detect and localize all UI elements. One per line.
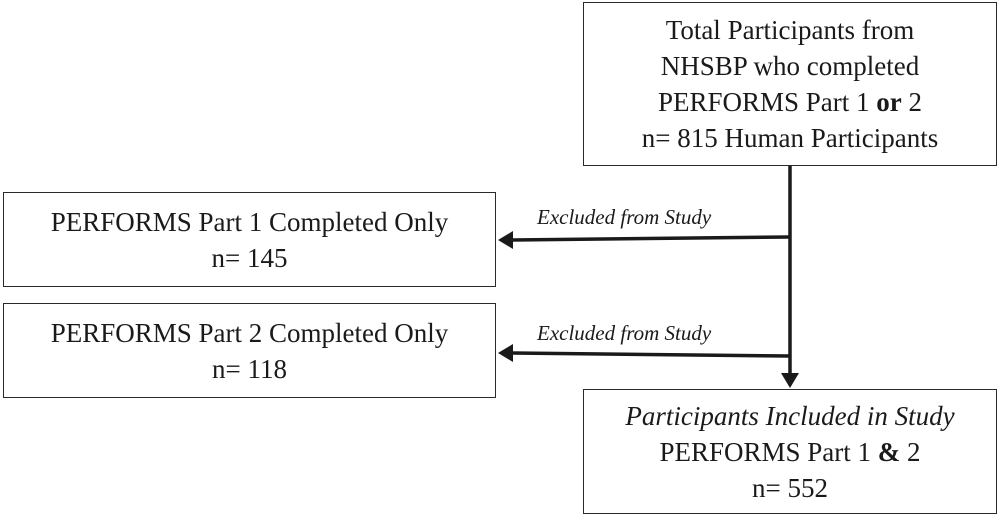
excluded-label-2: Excluded from Study <box>537 321 712 345</box>
total-participants-box: Total Participants from NHSBP who comple… <box>583 2 997 166</box>
included-participants-box: Participants Included in Study PERFORMS … <box>583 389 997 514</box>
included-line-2: PERFORMS Part 1 & 2 <box>659 434 920 470</box>
exclusion-arrow-1 <box>511 235 791 242</box>
part1-only-box: PERFORMS Part 1 Completed Only n= 145 <box>3 192 496 287</box>
exclusion-arrow-2 <box>511 351 791 358</box>
included-line-2-c: 2 <box>900 436 921 467</box>
total-line-1: Total Participants from <box>665 15 915 45</box>
included-line-2-a: PERFORMS Part 1 <box>659 436 878 467</box>
excluded-label-1: Excluded from Study <box>537 205 712 229</box>
total-line-3: PERFORMS Part 1 or 2 <box>658 84 922 120</box>
exclusion-arrowhead-2 <box>498 344 513 362</box>
part1-line-2: n= 145 <box>211 242 288 273</box>
main-arrowhead <box>781 373 799 388</box>
total-line-2: NHSBP who completed <box>660 51 920 81</box>
total-line-3-a: PERFORMS Part 1 <box>657 87 877 117</box>
part1-line-1: PERFORMS Part 1 Completed Only <box>50 206 449 237</box>
included-line-3: n= 552 <box>752 472 828 503</box>
part2-line-2: n= 118 <box>212 353 287 384</box>
total-line-3-or: or <box>876 87 902 117</box>
included-line-2-amp: & <box>877 436 901 467</box>
part2-line-1: PERFORMS Part 2 Completed Only <box>50 317 449 348</box>
total-line-4: n= 815 Human Participants <box>641 123 939 153</box>
part2-only-box: PERFORMS Part 2 Completed Only n= 118 <box>3 303 496 398</box>
included-line-1: Participants Included in Study <box>625 400 955 431</box>
exclusion-arrowhead-1 <box>498 231 513 249</box>
total-line-3-c: 2 <box>901 87 923 117</box>
